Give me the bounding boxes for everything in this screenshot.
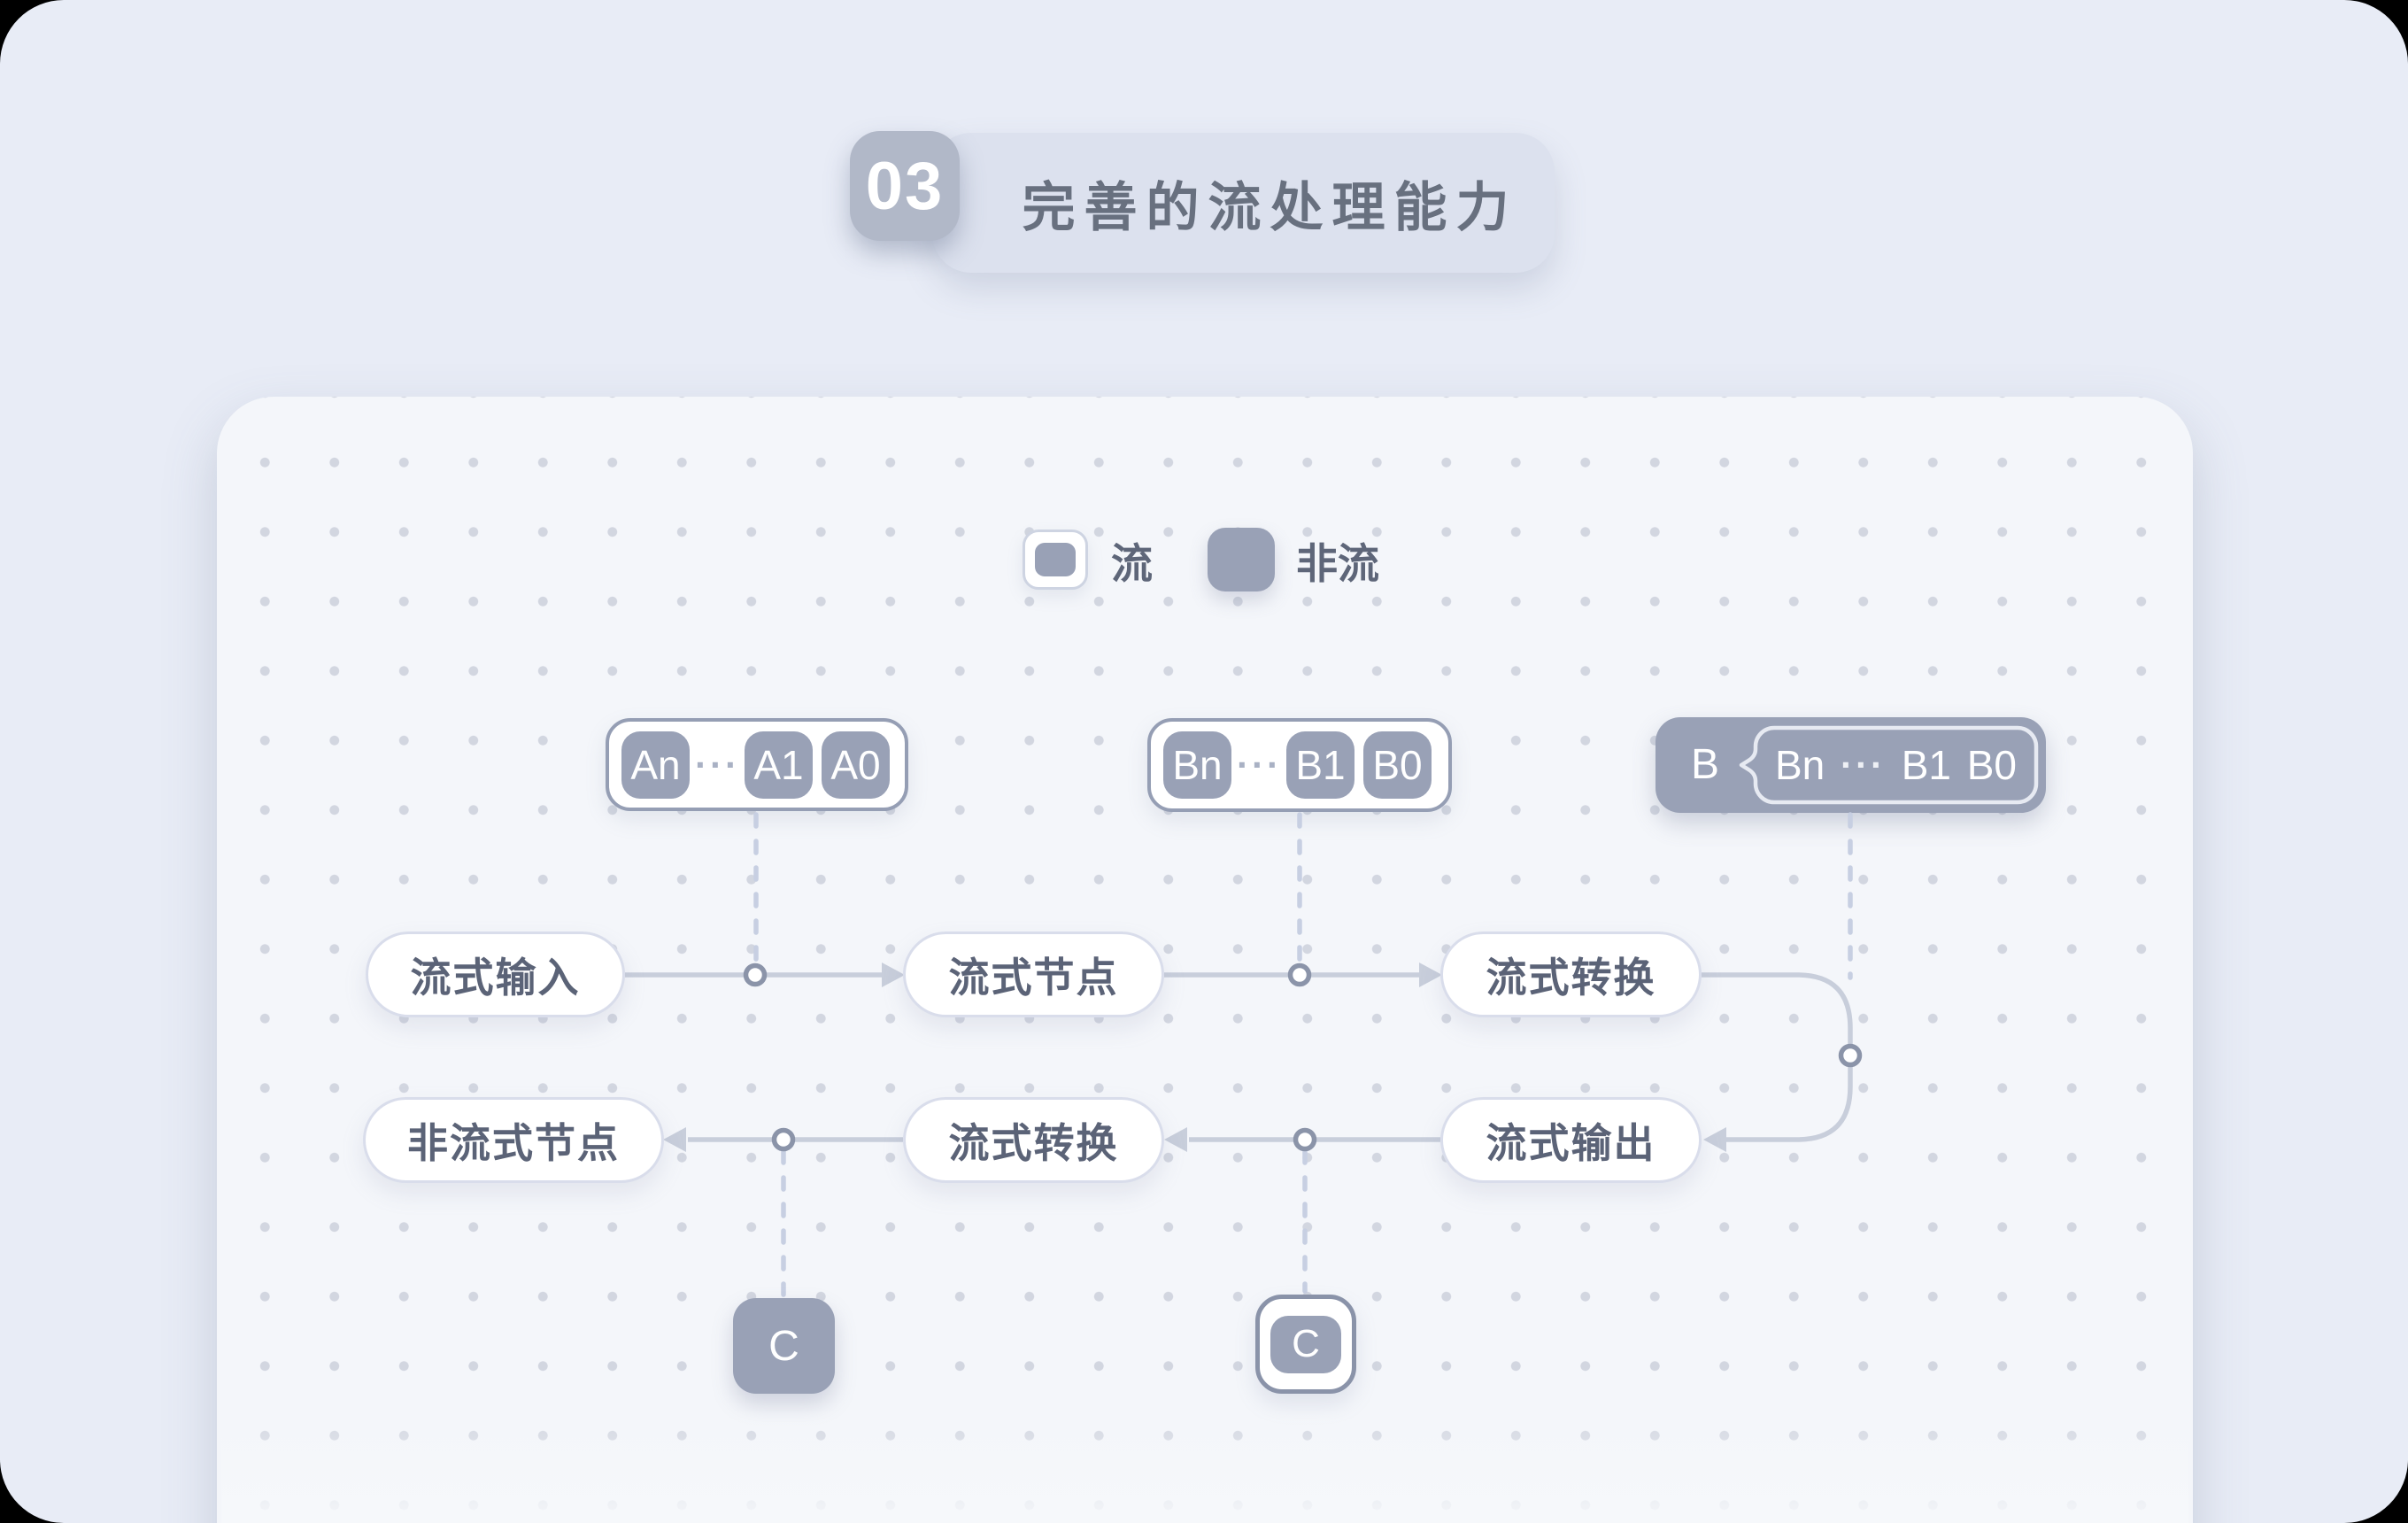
callback-box-stream: C <box>1255 1295 1356 1394</box>
aggregate-label: B <box>1691 741 1720 788</box>
callback-label: C <box>1292 1322 1320 1365</box>
ellipsis: ··· <box>1237 744 1282 785</box>
callback-box-non-stream: C <box>733 1298 835 1394</box>
token-text: B1 <box>1901 742 1951 788</box>
legend: 流 非流 <box>1023 524 1379 595</box>
title-number-badge: 03 <box>850 131 960 241</box>
node-non-stream: 非流式节点 <box>363 1097 664 1183</box>
callback-label: C <box>768 1322 799 1370</box>
brace-outline-icon <box>1739 725 2039 805</box>
legend-stream-label: 流 <box>1111 539 1153 587</box>
title-number: 03 <box>865 148 945 224</box>
stream-swatch-icon <box>1023 530 1088 590</box>
node-stream-transform-bottom: 流式转换 <box>903 1097 1164 1183</box>
node-label: 流式节点 <box>948 954 1119 1001</box>
node-stream-transform-top: 流式转换 <box>1440 932 1702 1017</box>
token-chip: Bn <box>1163 731 1231 799</box>
page-title: 完善的流处理能力 <box>932 133 1555 273</box>
node-label: 流式输入 <box>410 954 581 1001</box>
token-chip: A0 <box>822 731 890 799</box>
non-stream-swatch-icon <box>1208 528 1275 591</box>
ellipsis: ··· <box>695 743 740 785</box>
node-label: 流式转换 <box>1486 954 1656 1001</box>
token-group-aggregate: B Bn ··· B1 B0 <box>1656 717 2046 813</box>
token-chip: B1 <box>1286 731 1354 799</box>
node-label: 非流式节点 <box>407 1119 620 1166</box>
token-chip: An <box>621 731 690 799</box>
token-text: B0 <box>1966 742 2017 788</box>
callback-inner: C <box>1270 1315 1341 1373</box>
ellipsis: ··· <box>1841 744 1886 785</box>
node-stream-output: 流式输出 <box>1440 1097 1702 1183</box>
token-chip: B0 <box>1363 731 1432 799</box>
stream-swatch-inner <box>1035 543 1076 576</box>
token-chip: A1 <box>745 731 813 799</box>
legend-non-stream-label: 非流 <box>1296 539 1379 587</box>
node-label: 流式转换 <box>948 1119 1119 1166</box>
diagram-canvas <box>217 397 2193 1523</box>
node-stream-input: 流式输入 <box>366 932 625 1017</box>
token-group-a: An ··· A1 A0 <box>606 718 908 811</box>
page-title-text: 完善的流处理能力 <box>1022 177 1518 237</box>
node-stream-node: 流式节点 <box>903 932 1164 1017</box>
node-label: 流式输出 <box>1486 1119 1656 1166</box>
canvas-bottom-fade <box>221 1408 2188 1523</box>
token-group-b: Bn ··· B1 B0 <box>1147 718 1452 812</box>
aggregate-token-list: Bn ··· B1 B0 <box>1756 728 2036 802</box>
token-text: Bn <box>1775 742 1825 788</box>
